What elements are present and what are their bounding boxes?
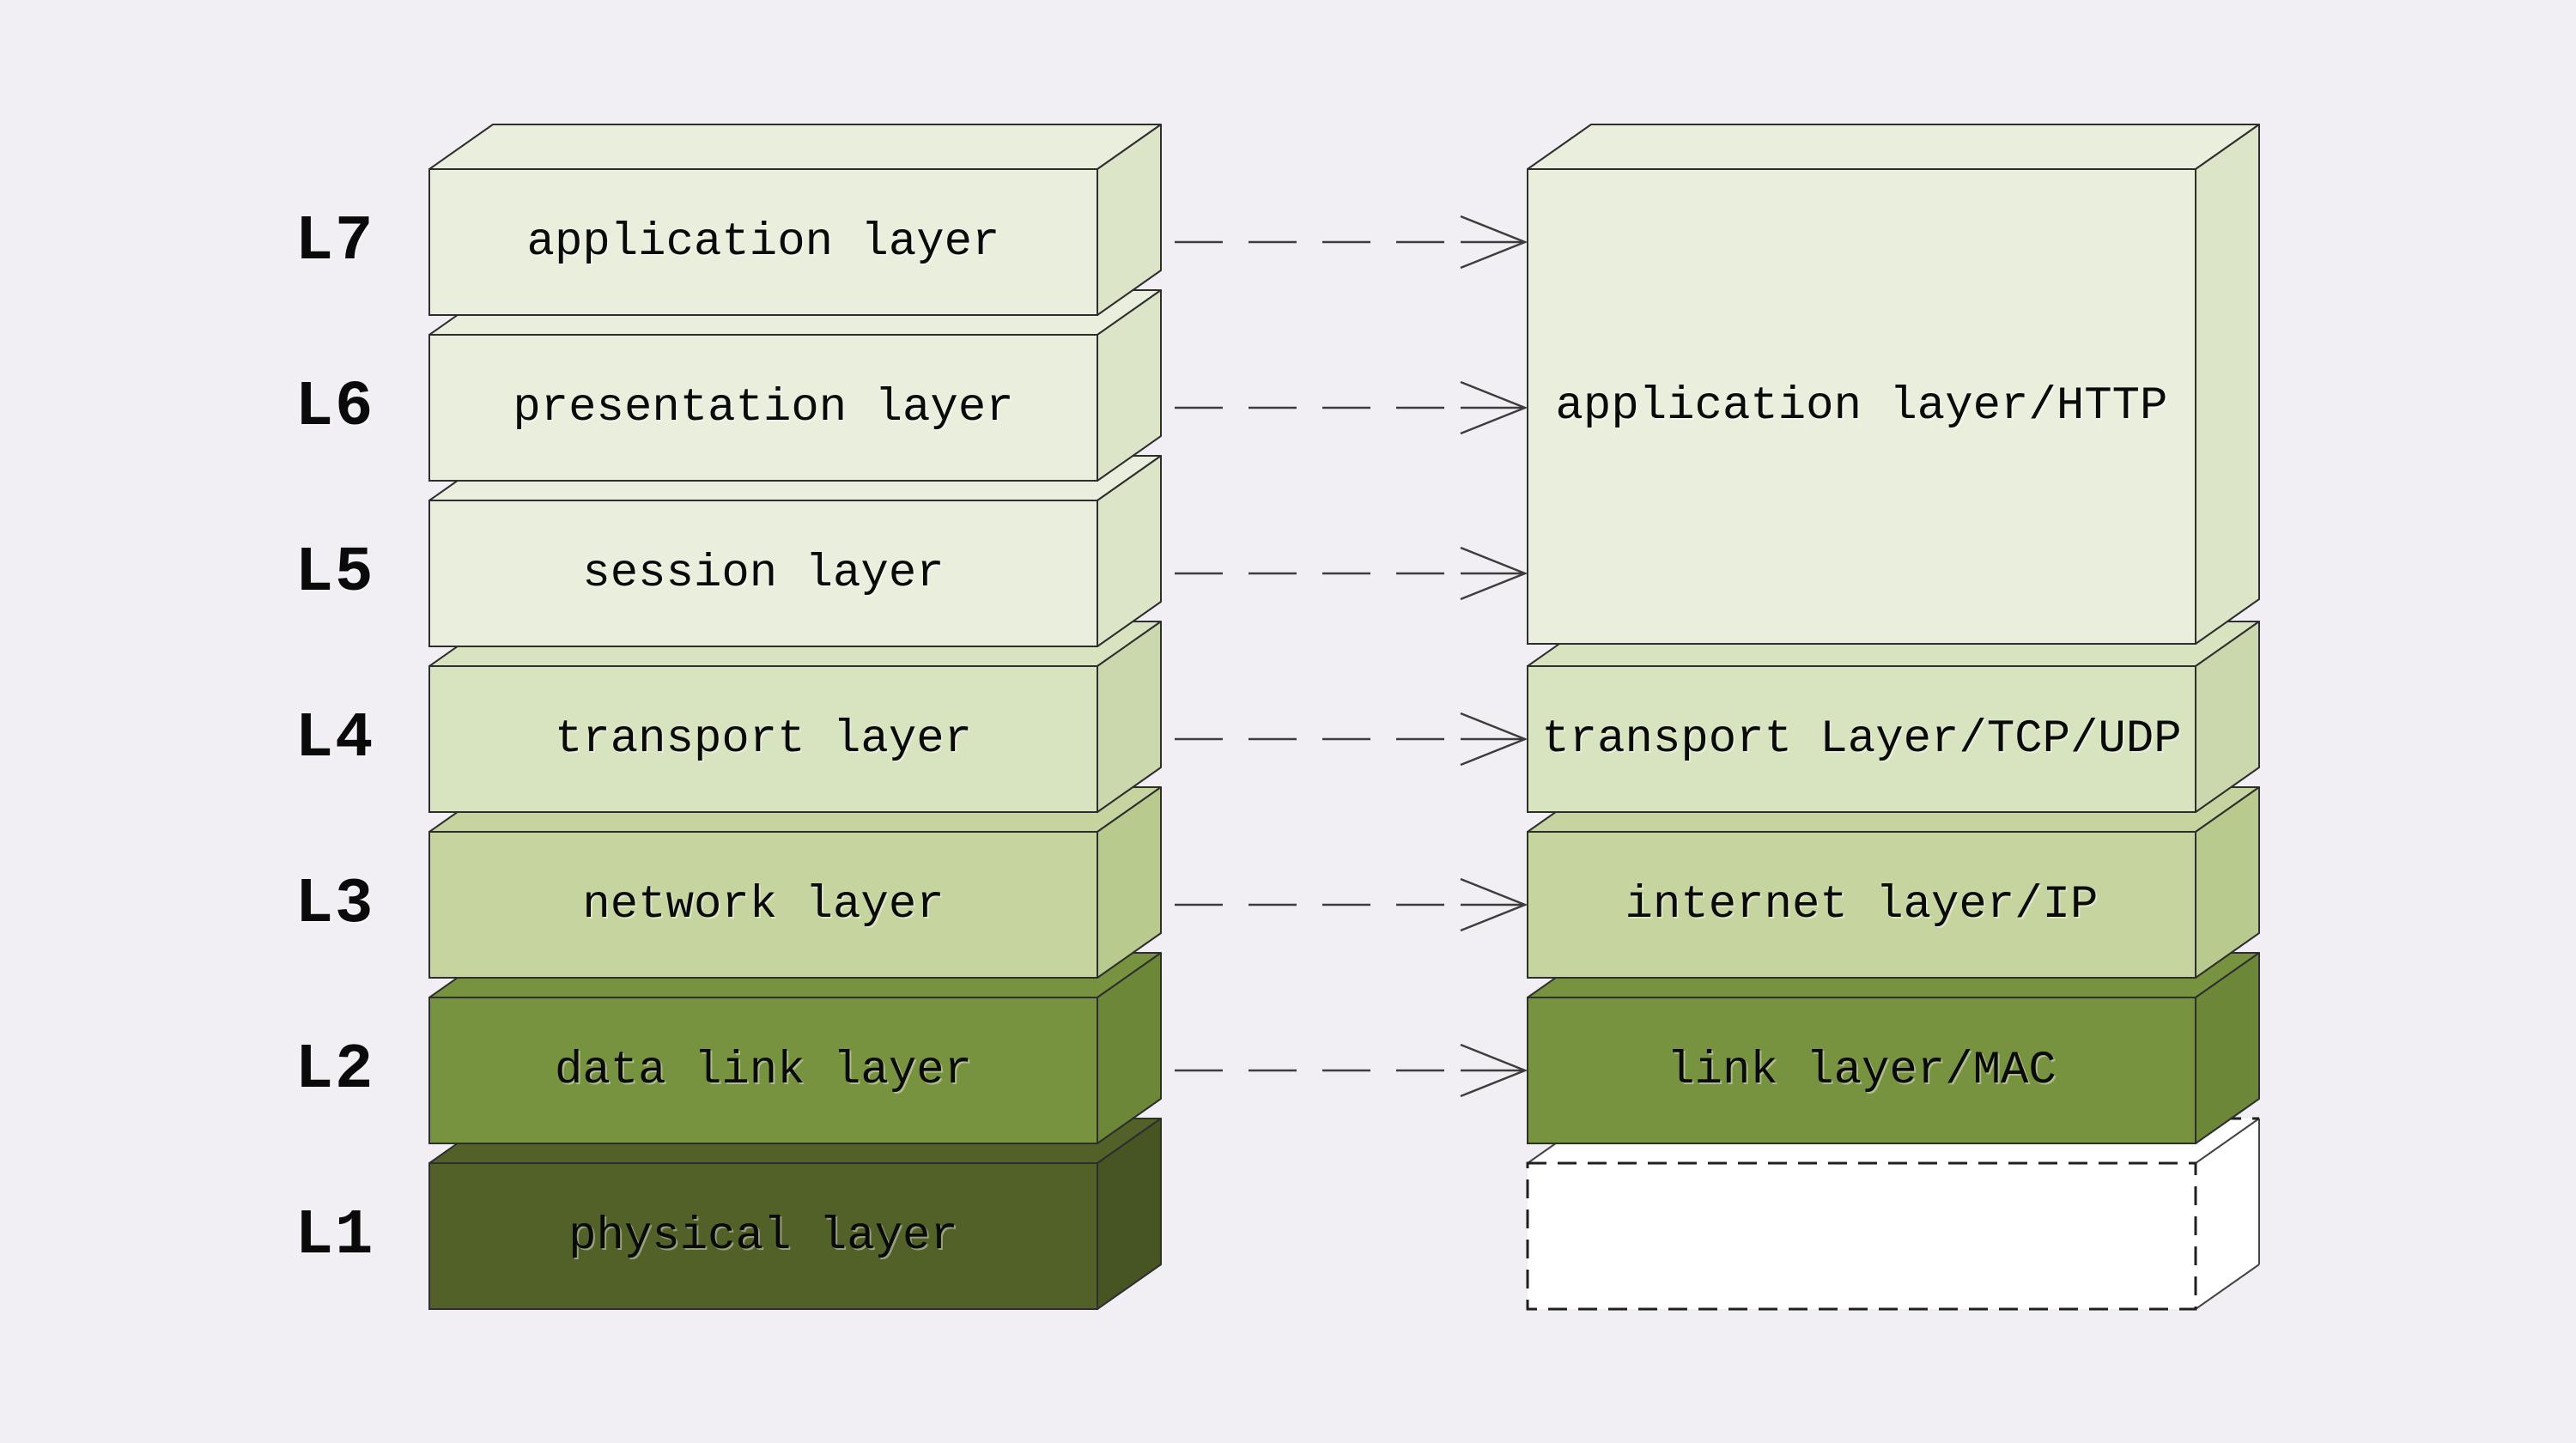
osi-box-application [428, 124, 1162, 316]
osi-box-label-presentation: presentation layer [513, 381, 1014, 434]
osi-box-label-physical: physical layer [568, 1210, 958, 1263]
tcpip-box-empty-physical [1526, 1117, 2260, 1311]
mapping-arrow-l4 [1175, 712, 1528, 767]
osi-level-l6: L6 [295, 372, 375, 444]
osi-level-l1: L1 [295, 1200, 375, 1272]
osi-box-label-application: application layer [526, 215, 1000, 269]
tcpip-box-application [1527, 124, 2260, 645]
osi-level-l7: L7 [295, 206, 375, 278]
osi-box-label-transport: transport layer [554, 712, 973, 766]
osi-level-l3: L3 [295, 869, 375, 941]
mapping-arrow-l5 [1175, 546, 1528, 601]
mapping-arrow-l2 [1175, 1043, 1528, 1098]
mapping-arrow-l7 [1175, 215, 1528, 270]
osi-box-label-session: session layer [582, 547, 945, 600]
osi-box-label-datalink: data link layer [554, 1044, 973, 1097]
osi-level-l5: L5 [295, 537, 375, 609]
osi-level-l4: L4 [295, 703, 375, 775]
tcpip-box-label-application: application layer/HTTP [1555, 380, 2168, 433]
tcpip-box-label-internet: internet layer/IP [1625, 878, 2099, 931]
mapping-arrow-l3 [1175, 877, 1528, 932]
osi-level-l2: L2 [295, 1034, 375, 1107]
tcpip-box-label-transport: transport Layer/TCP/UDP [1541, 712, 2182, 766]
mapping-arrow-l6 [1175, 380, 1528, 435]
osi-box-label-network: network layer [582, 878, 945, 931]
tcpip-box-label-link: link layer/MAC [1667, 1044, 2057, 1097]
